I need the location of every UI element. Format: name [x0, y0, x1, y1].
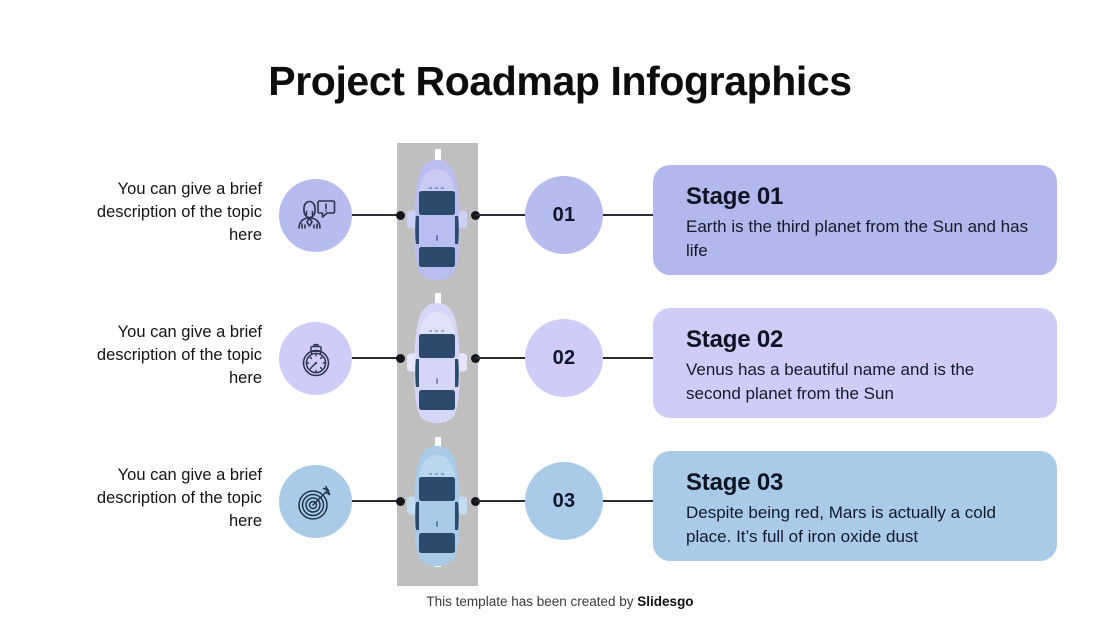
roadmap-row-1: You can give a brief description of the …: [0, 160, 1120, 280]
car-illustration-3: [406, 444, 468, 568]
connector-line-left-2: [352, 357, 400, 359]
connector-line-left-3: [352, 500, 400, 502]
stage-card-desc-3: Despite being red, Mars is actually a co…: [686, 503, 996, 546]
connector-dot-left-2: [396, 354, 405, 363]
lane-dash: [434, 149, 441, 171]
icon-badge-2[interactable]: [279, 322, 352, 395]
footer-brand[interactable]: Slidesgo: [637, 594, 694, 609]
footer-text: This template has been created by: [426, 594, 638, 609]
stage-card-title-1: Stage 01: [686, 183, 784, 210]
stage-number-badge-1[interactable]: 01: [525, 176, 603, 254]
stage-card-2[interactable]: Stage 02 Venus has a beautiful name and …: [653, 308, 1057, 418]
row-description-2: You can give a brief description of the …: [96, 323, 262, 387]
icon-badge-1[interactable]: [279, 179, 352, 252]
stage-number-label-3: 03: [552, 489, 576, 512]
stage-number-label-2: 02: [552, 346, 576, 369]
stage-card-desc-1: Earth is the third planet from the Sun a…: [686, 217, 1029, 260]
page-title: Project Roadmap Infographics: [268, 58, 852, 104]
stage-card-3[interactable]: Stage 03 Despite being red, Mars is actu…: [653, 451, 1057, 561]
icon-badge-3[interactable]: [279, 465, 352, 538]
car-illustration-1: [406, 158, 468, 282]
roadmap-row-3: You can give a brief description of the …: [0, 446, 1120, 566]
stage-card-title-3: Stage 03: [686, 469, 784, 496]
target-arrow-icon: [296, 482, 336, 522]
connector-line-left-1: [352, 214, 400, 216]
footer-credit: This template has been created by Slides…: [0, 594, 1120, 609]
stage-number-label-1: 01: [552, 203, 576, 226]
connector-dot-left-3: [396, 497, 405, 506]
row-description-3: You can give a brief description of the …: [96, 466, 262, 530]
stage-card-desc-2: Venus has a beautiful name and is the se…: [686, 360, 975, 403]
car-illustration-2: [406, 301, 468, 425]
stage-number-badge-3[interactable]: 03: [525, 462, 603, 540]
stage-number-badge-2[interactable]: 02: [525, 319, 603, 397]
stage-card-title-2: Stage 02: [686, 326, 784, 353]
stage-card-1[interactable]: Stage 01 Earth is the third planet from …: [653, 165, 1057, 275]
person-announcement-icon: [296, 197, 336, 235]
roadmap-row-2: You can give a brief description of the …: [0, 303, 1120, 423]
stopwatch-icon: [297, 339, 335, 379]
connector-dot-left-1: [396, 211, 405, 220]
row-description-1: You can give a brief description of the …: [96, 180, 262, 244]
